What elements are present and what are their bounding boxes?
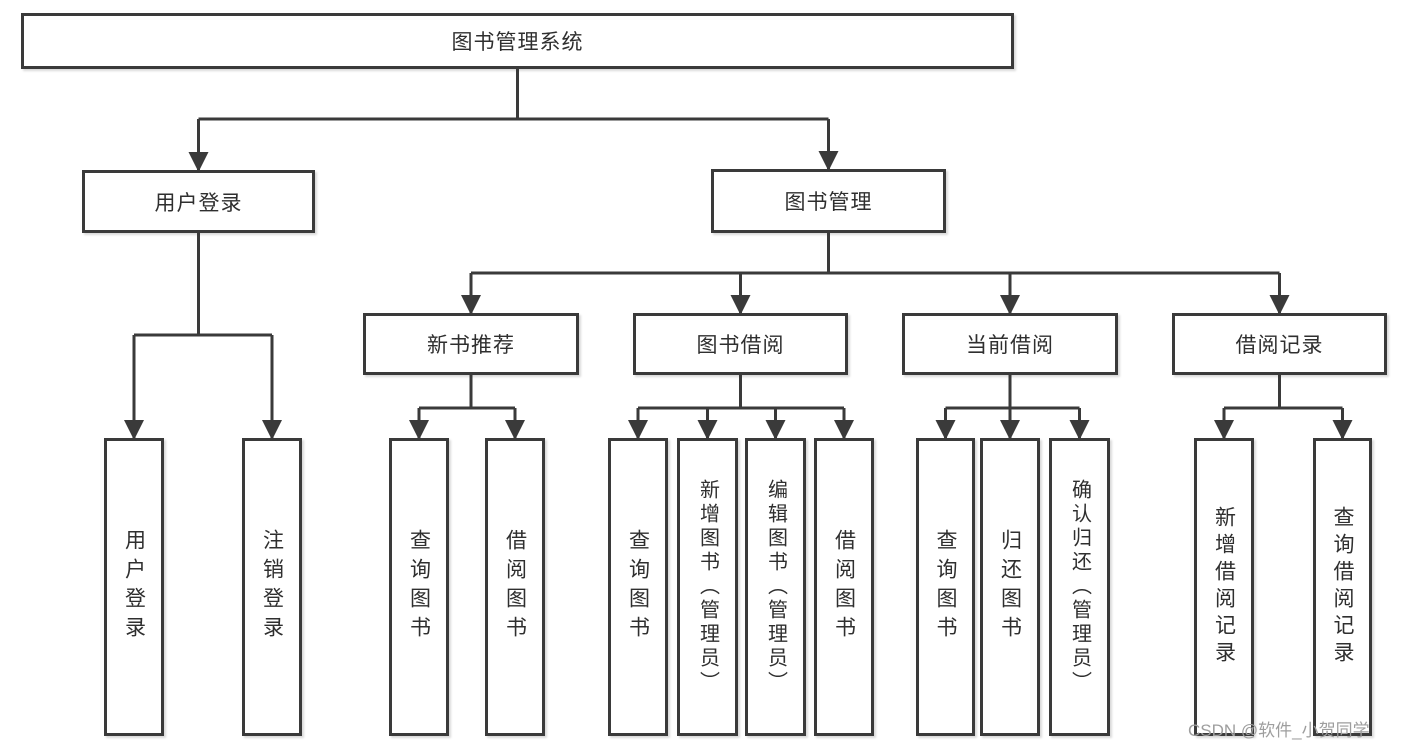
leaf-edit-books-admin: 编辑图书（管理员） — [745, 438, 806, 736]
leaf-query-books-current: 查询图书 — [916, 438, 975, 736]
node-borrowing-records: 借阅记录 — [1172, 313, 1387, 375]
leaf-logout: 注销登录 — [242, 438, 302, 736]
node-label: 查询借阅记录 — [1331, 506, 1354, 668]
leaf-borrow-books: 借阅图书 — [814, 438, 874, 736]
node-label: 查询图书 — [934, 529, 957, 645]
node-label: 图书管理 — [784, 191, 873, 214]
node-label: 确认归还（管理员） — [1068, 479, 1091, 695]
node-label: 用户登录 — [122, 529, 146, 645]
leaf-user-login: 用户登录 — [104, 438, 164, 736]
node-system-root: 图书管理系统 — [21, 13, 1014, 69]
node-label: 新增借阅记录 — [1212, 506, 1236, 668]
node-label: 用户登录 — [154, 191, 243, 215]
node-user-login: 用户登录 — [82, 170, 315, 233]
node-label: 图书借阅 — [696, 334, 785, 357]
leaf-add-borrow-record: 新增借阅记录 — [1194, 438, 1254, 736]
node-label: 归还图书 — [998, 529, 1022, 645]
node-label: 注销登录 — [260, 529, 284, 645]
node-label: 编辑图书（管理员） — [764, 479, 787, 695]
leaf-query-books-borrow: 查询图书 — [608, 438, 668, 736]
csdn-watermark: CSDN @软件_小贺同学 — [1188, 721, 1370, 740]
node-label: 借阅图书 — [832, 529, 856, 645]
leaf-confirm-return-admin: 确认归还（管理员） — [1049, 438, 1110, 736]
node-label: 图书管理系统 — [451, 31, 584, 54]
node-label: 新增图书（管理员） — [696, 479, 719, 695]
node-label: 新书推荐 — [427, 334, 515, 357]
node-book-management: 图书管理 — [711, 169, 946, 233]
node-label: 借阅图书 — [503, 529, 527, 645]
node-label: 当前借阅 — [966, 334, 1054, 357]
leaf-query-books-recommend: 查询图书 — [389, 438, 449, 736]
node-label: 查询图书 — [407, 529, 431, 645]
leaf-borrow-books-recommend: 借阅图书 — [485, 438, 545, 736]
node-label: 借阅记录 — [1235, 334, 1324, 357]
node-book-borrowing: 图书借阅 — [633, 313, 848, 375]
node-current-borrowing: 当前借阅 — [902, 313, 1118, 375]
leaf-query-borrow-record: 查询借阅记录 — [1313, 438, 1372, 736]
node-new-book-recommendation: 新书推荐 — [363, 313, 579, 375]
leaf-add-books-admin: 新增图书（管理员） — [677, 438, 738, 736]
leaf-return-books: 归还图书 — [980, 438, 1040, 736]
node-label: 查询图书 — [626, 529, 650, 645]
